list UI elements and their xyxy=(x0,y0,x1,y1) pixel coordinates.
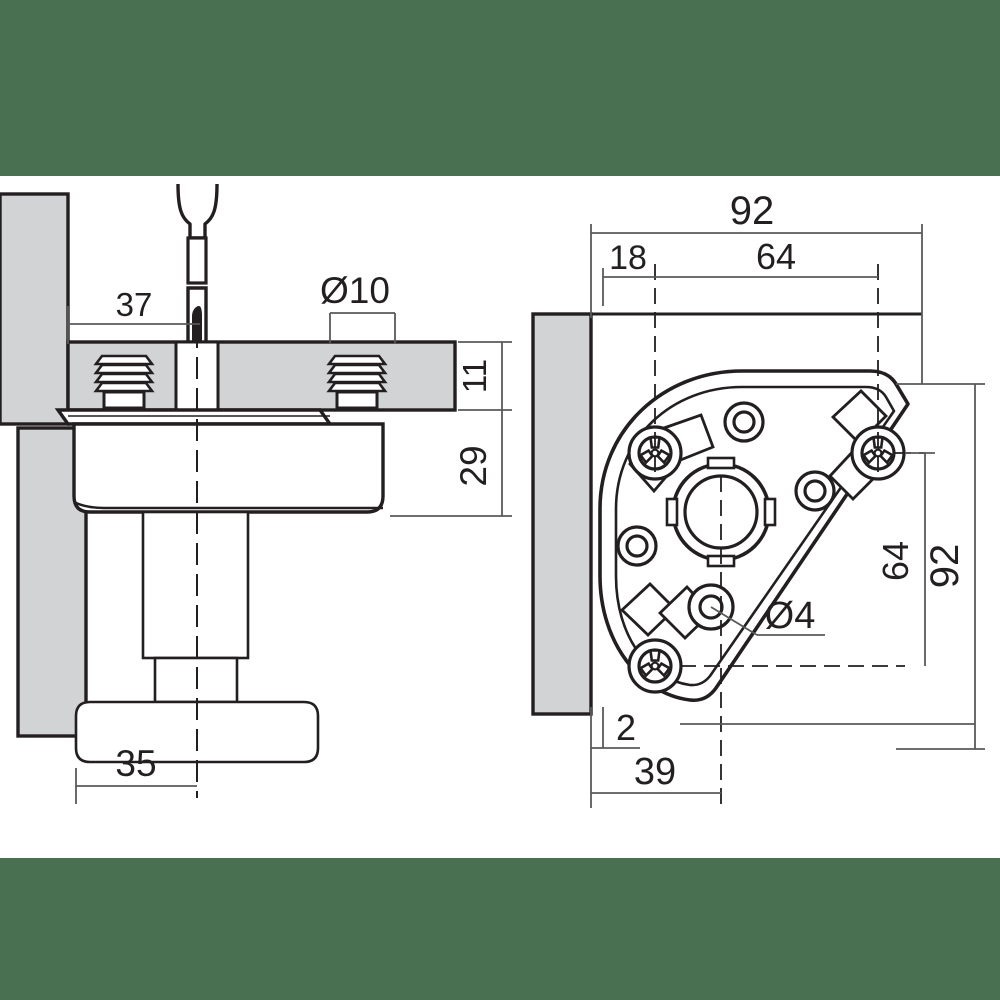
left-view-side-section: 37 Ø10 11 29 xyxy=(0,183,512,804)
drawing-svg: 37 Ø10 11 29 xyxy=(0,183,985,808)
dim-d4: Ø4 xyxy=(710,595,825,637)
wall-panel-lower xyxy=(16,426,88,738)
dim-11: 11 xyxy=(456,341,512,411)
dim-92-right-label: 92 xyxy=(923,544,967,589)
dim-64-right-label: 64 xyxy=(875,541,916,581)
bottom-letterbox-band xyxy=(0,858,1000,1000)
right-view-plan: 92 18 64 92 64 xyxy=(531,189,985,808)
dim-2-label: 2 xyxy=(616,707,636,748)
dim-29: 29 xyxy=(390,410,512,517)
dim-92-top-label: 92 xyxy=(730,189,775,233)
dim-92-top: 92 xyxy=(590,189,923,384)
dim-29-label: 29 xyxy=(453,445,494,486)
dim-18: 18 xyxy=(602,239,655,306)
dim-64-top: 64 xyxy=(655,236,878,278)
dim-64-right: 64 xyxy=(875,452,935,666)
dim-11-label: 11 xyxy=(456,359,493,393)
wall-panel-right xyxy=(531,312,593,716)
technical-drawing-area: 37 Ø10 11 29 xyxy=(0,176,1000,858)
dim-39: 39 xyxy=(590,748,721,808)
dim-d10-label: Ø10 xyxy=(320,270,390,311)
dim-37: 37 xyxy=(67,286,200,344)
cam-recess-slots xyxy=(619,389,888,640)
dowel-left xyxy=(94,354,154,410)
top-letterbox-band xyxy=(0,0,1000,176)
dim-d4-label: Ø4 xyxy=(765,595,816,637)
cam-fitting-bottom-left xyxy=(627,638,683,694)
connector-body xyxy=(72,422,385,514)
dim-92-right: 92 xyxy=(896,383,985,750)
dim-37-label: 37 xyxy=(116,286,153,323)
wall-panel-upper xyxy=(0,192,70,426)
shaft xyxy=(141,510,250,704)
dim-d10: Ø10 xyxy=(320,270,396,344)
dim-35: 35 xyxy=(75,743,197,804)
screw-hole-right xyxy=(794,470,836,512)
dowel-right xyxy=(327,354,387,410)
screw-hole-left xyxy=(616,525,658,567)
screw-hole-top xyxy=(723,401,765,443)
connector-top-flange xyxy=(54,408,334,426)
dim-35-label: 35 xyxy=(115,743,156,784)
dim-18-label: 18 xyxy=(609,239,647,277)
dim-64-top-label: 64 xyxy=(756,236,796,277)
dim-2: 2 xyxy=(590,707,640,749)
dim-39-label: 39 xyxy=(634,751,676,793)
